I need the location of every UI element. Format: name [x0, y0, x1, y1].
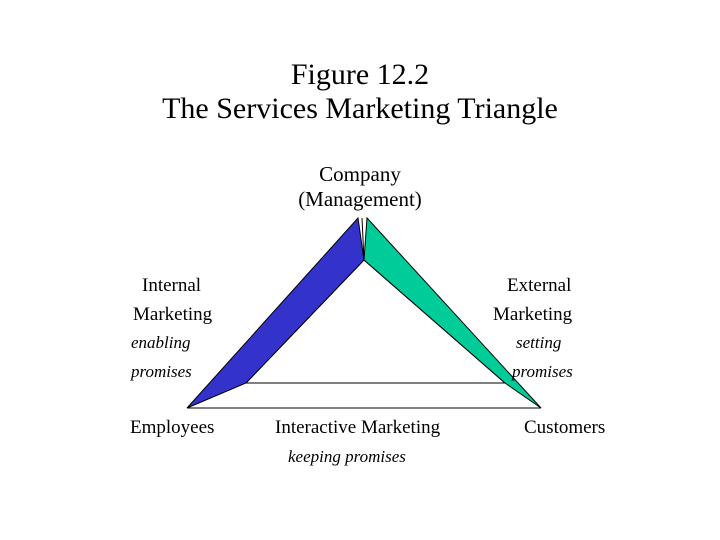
- internal-marketing-band: [186, 216, 365, 409]
- enabling-label: enabling: [131, 333, 191, 352]
- internal-marketing-label: Marketing: [133, 304, 213, 325]
- figure-title: Figure 12.2 The Services Marketing Trian…: [0, 58, 720, 126]
- external-marketing-band: [363, 216, 542, 409]
- company-name: Company: [319, 162, 401, 186]
- company-subtitle: (Management): [298, 187, 422, 211]
- internal-label: Internal: [142, 275, 202, 296]
- figure-number: Figure 12.2: [290, 58, 430, 91]
- setting-promises-label: promises: [512, 362, 573, 381]
- external-label: External: [507, 275, 572, 296]
- figure-caption: The Services Marketing Triangle: [162, 92, 558, 125]
- enabling-promises-label: promises: [131, 362, 192, 381]
- interactive-marketing-label: Interactive Marketing: [275, 417, 441, 438]
- apex-divider: [361, 217, 365, 261]
- customers-label: Customers: [524, 417, 606, 438]
- employees-label: Employees: [130, 417, 215, 438]
- external-marketing-label: Marketing: [493, 304, 573, 325]
- company-label: Company (Management): [270, 162, 450, 212]
- keeping-promises-label: keeping promises: [288, 447, 406, 466]
- setting-label: setting: [516, 333, 562, 352]
